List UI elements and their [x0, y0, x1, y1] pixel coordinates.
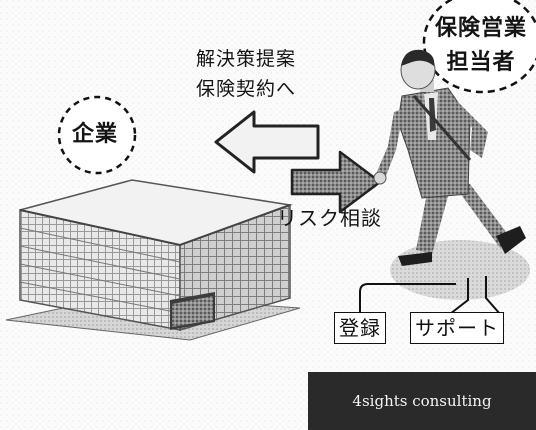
sales-representative-label: 保険営業 担当者: [425, 12, 536, 80]
role-circle: [422, 0, 536, 94]
registration-box: 登録: [334, 312, 386, 344]
risk-consultation-label: リスク相談: [277, 206, 382, 230]
proposal-line-1: 解決策提案: [196, 48, 297, 70]
company-banner: 4sights consulting: [308, 372, 536, 430]
company-circle: [57, 95, 137, 175]
proposal-line-2: 保険契約へ: [196, 78, 297, 100]
left-arrow-icon: [214, 110, 320, 174]
office-building-illustration: [5, 179, 301, 341]
connector-lines: [359, 276, 501, 315]
right-arrow-icon: [290, 150, 382, 214]
role-line-1: 保険営業: [434, 16, 527, 41]
proposal-label: 解決策提案 保険契約へ: [196, 44, 296, 104]
company-label: 企業: [72, 122, 119, 147]
support-box: サポート: [410, 312, 504, 344]
company-name: 4sights consulting: [352, 392, 492, 410]
role-line-2: 担当者: [446, 50, 516, 75]
